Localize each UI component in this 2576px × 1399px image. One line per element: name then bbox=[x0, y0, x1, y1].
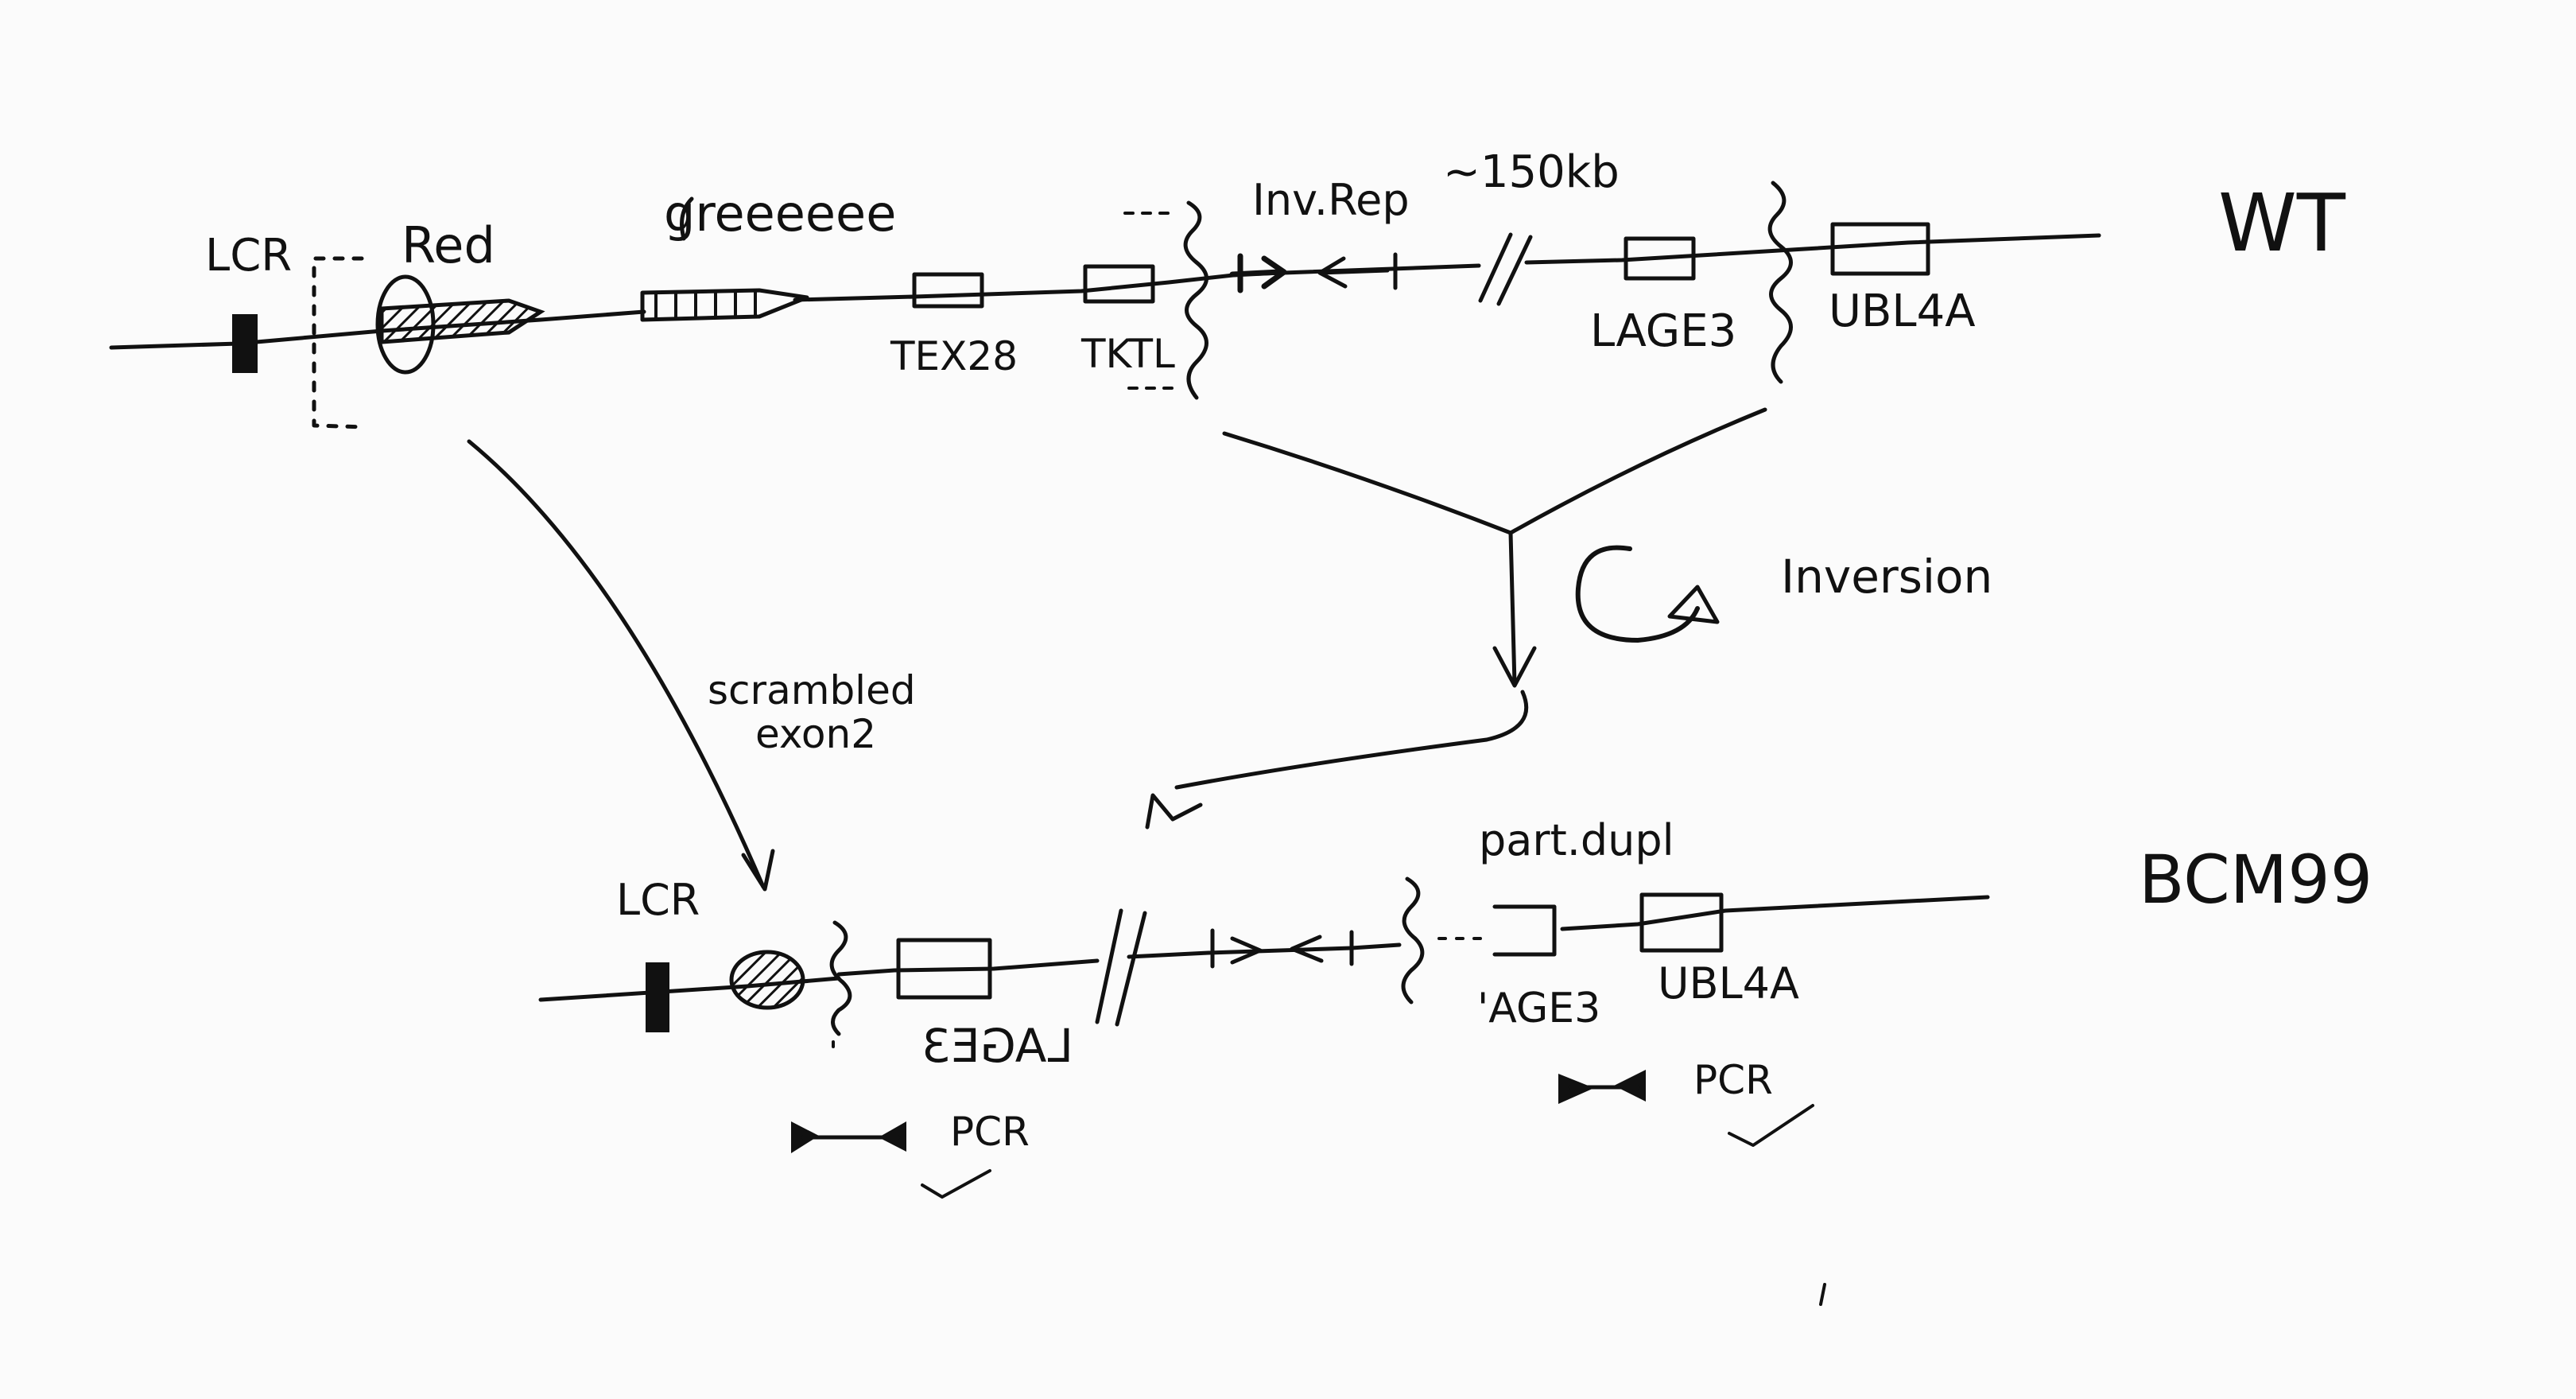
inversion-stem bbox=[1508, 530, 1517, 686]
inv-rep-label: Inv.Rep bbox=[1252, 175, 1410, 225]
inversion-label: Inversion bbox=[1781, 550, 1992, 604]
bcm-locus: LCR LAGE3 'AGE3 UBL4A part.dupl BCM99 bbox=[538, 815, 2372, 1199]
rotate-icon-head bbox=[1667, 585, 1720, 624]
pcr-left-check-icon bbox=[921, 1169, 991, 1199]
pcr-left: PCR bbox=[791, 1109, 1030, 1199]
green-gene-stripes bbox=[654, 289, 757, 320]
tktl-box bbox=[1083, 264, 1155, 304]
bcm-gap-mark bbox=[1095, 908, 1147, 1027]
inversion-arrowhead bbox=[1492, 646, 1537, 688]
bcm-age3-box bbox=[1492, 904, 1557, 957]
scrambled-arrow-line bbox=[467, 439, 766, 889]
stray-mark bbox=[1819, 1283, 1826, 1306]
bcm-breakpoint-right bbox=[1401, 876, 1425, 1005]
bcm-repeat-a bbox=[1210, 928, 1263, 969]
bcm-backbone-right bbox=[1127, 942, 1402, 959]
scrambled-line1: scrambled bbox=[708, 667, 916, 713]
wt-locus: LCR Red greeeeee TEX28 TKTL Inv.Rep ~150… bbox=[109, 146, 2346, 429]
bcm-label: BCM99 bbox=[2139, 841, 2372, 919]
bcm-ubl4a-box bbox=[1639, 892, 1724, 953]
bcm-breakpoint-left bbox=[829, 920, 852, 1036]
inversion-sweep-head bbox=[1145, 793, 1203, 830]
inversion-funnel-right bbox=[1508, 407, 1767, 535]
green-gene-arrow bbox=[640, 288, 809, 322]
scrambled-arrowhead bbox=[741, 849, 775, 892]
bcm-repeat-b bbox=[1290, 930, 1354, 966]
pcr-right: PCR bbox=[1558, 1057, 1814, 1147]
scrambled-group: scrambled exon2 bbox=[467, 439, 916, 892]
bcm-lage3-box bbox=[896, 938, 992, 1000]
distance-label: ~150kb bbox=[1443, 146, 1620, 198]
tex28-label: TEX28 bbox=[890, 333, 1018, 379]
inversion-funnel-left bbox=[1222, 431, 1513, 535]
ubl4a-label: UBL4A bbox=[1829, 286, 1976, 337]
red-gene-arrow bbox=[379, 298, 545, 344]
inv-repeat-left bbox=[1317, 252, 1398, 290]
pcr-left-label: PCR bbox=[950, 1109, 1030, 1155]
wt-gap-mark bbox=[1478, 232, 1533, 306]
bcm-ubl4a-label: UBL4A bbox=[1658, 958, 1799, 1008]
bcm-age3-label: 'AGE3 bbox=[1477, 985, 1600, 1032]
bcm-red-promoter bbox=[729, 950, 805, 1010]
wt-breakpoint-right bbox=[1767, 181, 1793, 384]
ubl4a-box bbox=[1830, 222, 1930, 276]
scrambled-line2: exon2 bbox=[755, 711, 876, 757]
wt-label: WT bbox=[2218, 177, 2346, 270]
bcm-backbone-far bbox=[1560, 895, 1990, 931]
wt-dotted-bracket bbox=[312, 256, 368, 429]
wt-backbone-right bbox=[1524, 233, 2101, 265]
inversion-group: Inversion bbox=[1145, 407, 1992, 830]
red-label: Red bbox=[402, 216, 495, 274]
lage3-box bbox=[1624, 236, 1696, 281]
wt-lcr-label: LCR bbox=[205, 230, 292, 282]
red-promoter-ellipse bbox=[375, 274, 436, 375]
bcm-lcr-box bbox=[646, 962, 669, 1032]
inv-repeat-right bbox=[1229, 253, 1287, 293]
bcm-backbone-mid bbox=[836, 958, 1100, 977]
green-label: greeeeee bbox=[664, 185, 896, 243]
pcr-right-check-icon bbox=[1728, 1104, 1814, 1147]
wt-lcr-box bbox=[232, 314, 258, 373]
lage3-label: LAGE3 bbox=[1590, 305, 1736, 357]
rotate-icon bbox=[1575, 545, 1700, 643]
bcm-lage3-label: LAGE3 bbox=[921, 1019, 1073, 1073]
wt-breakpoint-left bbox=[1183, 200, 1208, 400]
part-dupl-label: part.dupl bbox=[1479, 815, 1674, 865]
pcr-right-label: PCR bbox=[1693, 1057, 1773, 1103]
bcm-lage3-mirror: LAGE3 bbox=[921, 1019, 1073, 1073]
bcm-lcr-label: LCR bbox=[616, 875, 700, 925]
green-label-hook bbox=[680, 196, 694, 241]
inversion-sweep bbox=[1174, 690, 1529, 790]
tex28-box bbox=[912, 272, 984, 309]
tktl-label: TKTL bbox=[1080, 331, 1175, 377]
